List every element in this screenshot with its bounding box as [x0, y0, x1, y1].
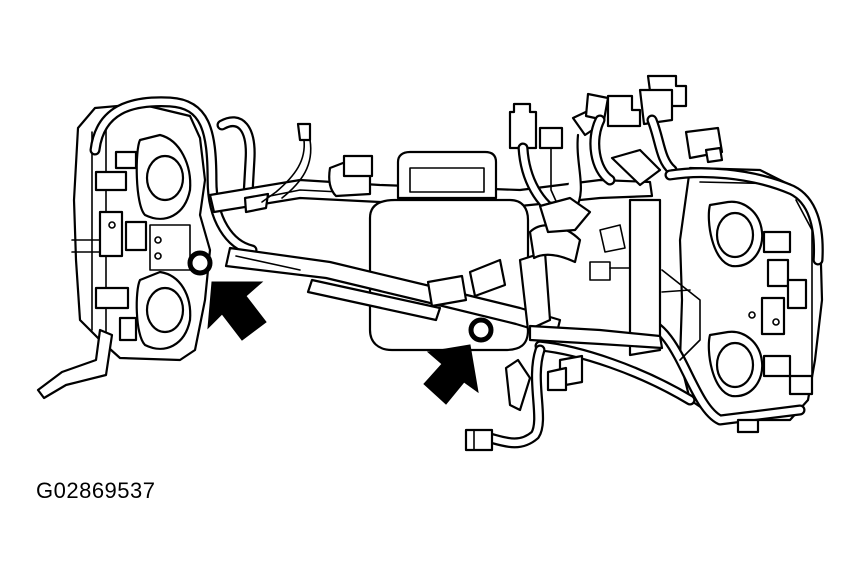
lower-connector-lead: [464, 344, 546, 452]
arrow-callout-left: [207, 281, 267, 341]
left-mounting-bracket: [36, 328, 114, 400]
main-harness-bundle: [224, 246, 562, 338]
arrow-callout-center: [423, 344, 479, 405]
center-connector-cluster: [261, 102, 602, 264]
lower-right-harness: [528, 324, 696, 406]
bolt-ring-center: [468, 317, 494, 343]
right-harness-frame: [589, 167, 824, 434]
bolt-ring-left: [187, 250, 213, 276]
left-cylinder-head: [71, 102, 212, 362]
left-hose-loop: [89, 96, 258, 256]
right-upper-connectors: [584, 74, 724, 191]
right-cylinder-head: [678, 166, 824, 422]
figure-id-caption: G02869537: [36, 478, 156, 503]
